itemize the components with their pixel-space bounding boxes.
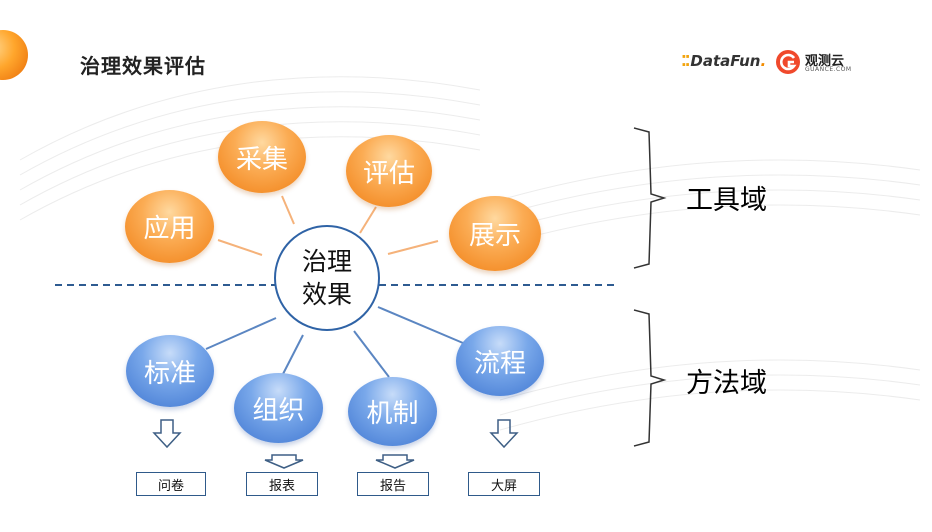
tool-domain-bracket [633, 127, 667, 269]
down-arrow-daping [489, 419, 519, 449]
output-daping: 大屏 [468, 472, 540, 496]
spoke-biaozhun [205, 317, 277, 350]
node-caiji: 采集 [218, 121, 306, 193]
down-arrow-baogao [375, 454, 415, 469]
guance-logo-cn: 观测云 [805, 54, 845, 69]
datafun-logo-dots: ⁚⁚ [681, 52, 691, 70]
spoke-jizhi [353, 330, 390, 378]
node-jizhi: 机制 [348, 377, 437, 446]
node-zhanshi: 展示 [449, 196, 541, 271]
spoke-zuzhi [282, 334, 304, 375]
slide-title: 治理效果评估 [80, 54, 206, 78]
spoke-yingyong [217, 239, 263, 256]
node-biaozhun: 标准 [126, 335, 214, 407]
guance-logo: 观测云 GUANCE.COM [775, 49, 885, 77]
center-line-1: 治理 [301, 247, 352, 276]
datafun-logo-text: DataFun [690, 52, 761, 70]
guance-logo-en: GUANCE.COM [805, 66, 852, 73]
tool-domain-label: 工具域 [686, 185, 767, 216]
datafun-logo: ⁚⁚DataFun. [681, 52, 766, 70]
spoke-liucheng [377, 306, 464, 344]
node-liucheng: 流程 [456, 326, 544, 396]
spoke-caiji [281, 195, 295, 225]
node-yingyong: 应用 [125, 190, 214, 263]
spoke-zhanshi [387, 240, 439, 255]
spoke-pinggu [359, 206, 377, 234]
method-domain-label: 方法域 [686, 368, 767, 399]
down-arrow-baobiao [264, 454, 304, 469]
node-pinggu: 评估 [346, 135, 432, 207]
output-baobiao: 报表 [246, 472, 318, 496]
datafun-logo-period: . [760, 52, 767, 70]
method-domain-bracket [633, 309, 667, 447]
down-arrow-wenjuan [152, 419, 182, 449]
node-center-governance-effect: 治理 效果 [274, 225, 380, 331]
output-baogao: 报告 [357, 472, 429, 496]
guance-logo-icon [776, 50, 800, 74]
center-line-2: 效果 [301, 280, 352, 309]
node-zuzhi: 组织 [234, 373, 323, 443]
output-wenjuan: 问卷 [136, 472, 206, 496]
